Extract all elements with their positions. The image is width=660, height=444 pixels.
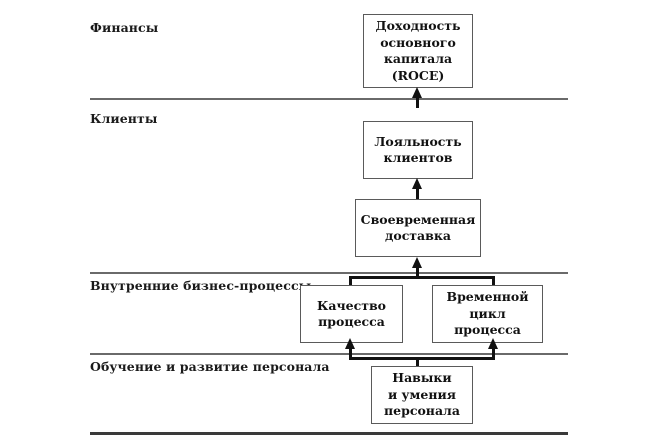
connector-skills-to-quality: [349, 347, 352, 359]
connector-process-bracket-left-stub: [349, 276, 352, 286]
objective-quality-line-2: процесса: [318, 314, 385, 329]
perspective-label-clients: Клиенты: [90, 111, 158, 126]
divider-bottom: [90, 432, 568, 435]
perspective-label-learning-and-growth: Обучение и развитие персонала: [90, 359, 330, 374]
objective-cycle-line-2: цикл процесса: [454, 305, 521, 338]
objective-cycle-line-1: Временной: [446, 289, 529, 305]
connector-loyalty-to-roce: [416, 96, 419, 108]
objective-box-roce[interactable]: Доходность основного капитала (ROCE): [363, 14, 473, 88]
objective-roce-line-1: Доходность: [375, 18, 461, 33]
objective-roce-line-4: (ROCE): [391, 67, 445, 83]
objective-skills-line-2: и умения: [387, 386, 457, 402]
objective-box-on-time-delivery[interactable]: Своевременная доставка: [355, 199, 481, 257]
objective-box-customer-loyalty[interactable]: Лояльность клиентов: [363, 121, 473, 179]
connector-process-bracket: [349, 276, 495, 279]
arrowhead-loyalty-to-roce: [412, 87, 422, 98]
connector-process-bracket-right-stub: [492, 276, 495, 286]
connector-delivery-to-loyalty: [416, 186, 419, 200]
connector-skills-bracket: [349, 357, 495, 360]
connector-process-to-delivery: [416, 266, 419, 278]
arrowhead-skills-to-quality: [345, 338, 355, 349]
perspective-label-finance: Финансы: [90, 20, 159, 35]
objective-quality-line-1: Качество: [317, 297, 386, 313]
objective-box-process-cycle-time[interactable]: Временной цикл процесса: [432, 285, 543, 343]
objective-loyalty-line-2: клиентов: [383, 150, 453, 165]
arrowhead-delivery-to-loyalty: [412, 178, 422, 189]
objective-skills-line-3: персонала: [384, 403, 460, 419]
objective-box-employee-skills[interactable]: Навыки и умения персонала: [371, 366, 473, 424]
objective-roce-line-3: капитала: [383, 51, 453, 66]
objective-box-process-quality[interactable]: Качество процесса: [300, 285, 403, 343]
connector-skills-stem: [416, 357, 419, 369]
divider-clients-process: [90, 272, 568, 274]
perspective-label-internal-business-processes: Внутренние бизнес-процессы: [90, 278, 312, 293]
arrowhead-process-to-delivery: [412, 257, 422, 268]
arrowhead-skills-to-cycle: [488, 338, 498, 349]
divider-process-learning: [90, 353, 568, 355]
connector-skills-to-cycle: [492, 347, 495, 359]
objective-loyalty-line-1: Лояльность: [374, 133, 462, 149]
divider-finance-clients: [90, 98, 568, 100]
objective-delivery-line-1: Своевременная: [360, 211, 476, 227]
objective-roce-line-2: основного: [380, 34, 456, 50]
objective-skills-line-1: Навыки: [392, 370, 452, 386]
objective-delivery-line-2: доставка: [385, 228, 451, 243]
